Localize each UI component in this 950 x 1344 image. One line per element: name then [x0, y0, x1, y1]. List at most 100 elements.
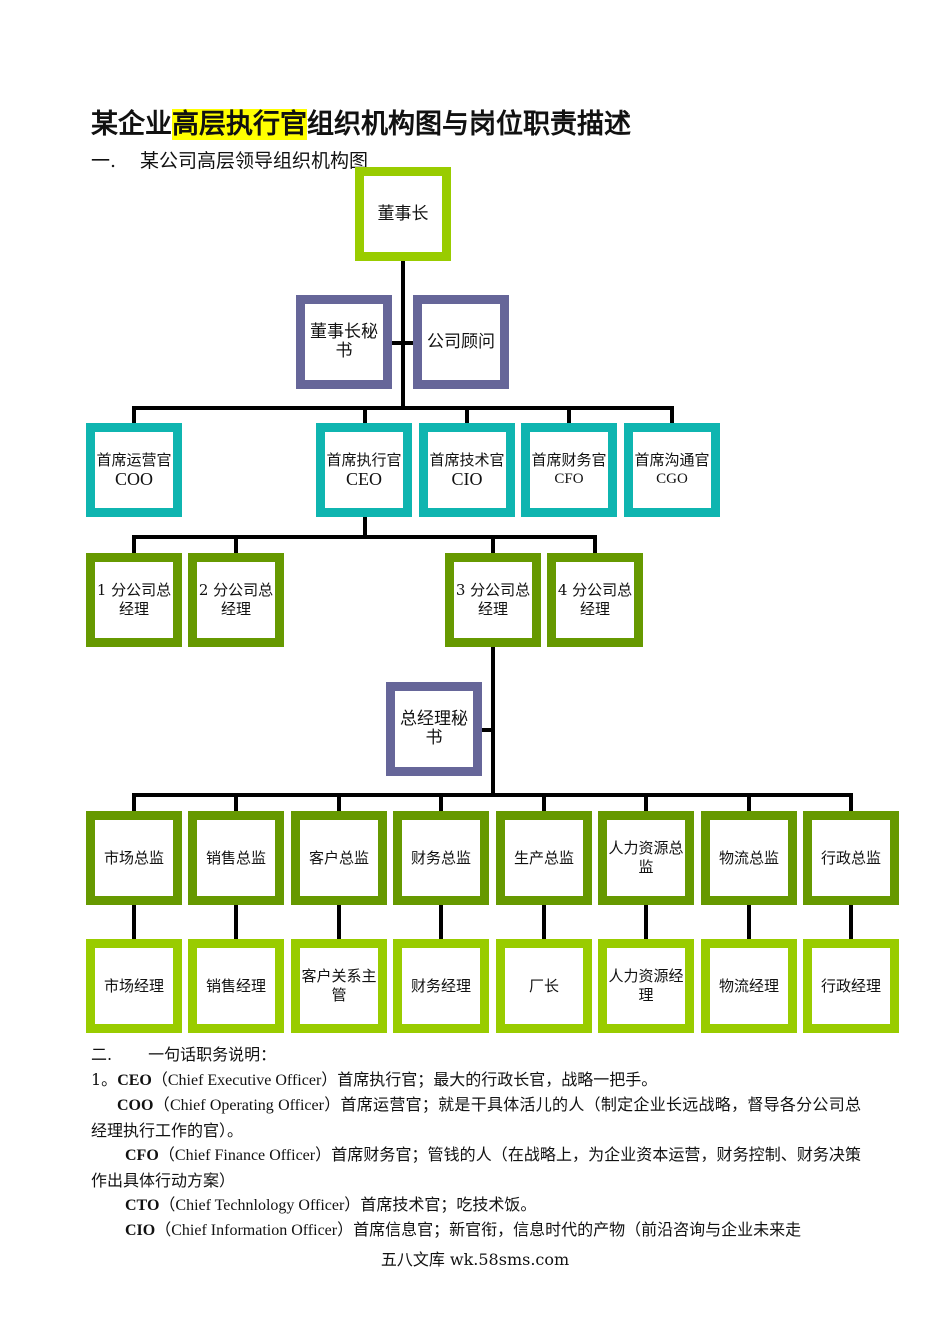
box-label: 首席财务官 — [531, 451, 607, 469]
director-box: 人力资源总监 — [598, 811, 694, 905]
director-box: 市场总监 — [86, 811, 182, 905]
box-label: 客户总监 — [308, 848, 369, 867]
director-box: 生产总监 — [496, 811, 592, 905]
manager-box: 财务经理 — [393, 939, 489, 1033]
box-label: 董事长 — [377, 203, 429, 224]
box-label: 物流经理 — [718, 976, 779, 995]
connector — [234, 903, 238, 941]
connector — [480, 728, 493, 732]
cfo-box: 首席财务官 CFO — [521, 423, 617, 517]
advisor-box: 公司顾问 — [413, 295, 509, 389]
box-label: 1 分公司总经理 — [96, 581, 172, 618]
box-label: 销售总监 — [205, 848, 266, 867]
manager-box: 市场经理 — [86, 939, 182, 1033]
box-label: 首席运营官 — [96, 451, 172, 469]
connector — [465, 406, 469, 425]
section-title: 某公司高层领导组织机构图 — [140, 150, 369, 172]
manager-box: 物流经理 — [701, 939, 797, 1033]
connector — [337, 793, 341, 813]
duty-english: （Chief Information Officer） — [155, 1222, 354, 1239]
duty-english: （Chief Executive Officer） — [151, 1072, 338, 1089]
director-box: 客户总监 — [291, 811, 387, 905]
connector — [234, 535, 238, 555]
connector — [132, 535, 597, 539]
box-code: CFO — [554, 471, 584, 487]
duty-description: 首席技术官；吃技术饭。 — [360, 1195, 537, 1214]
manager-box: 客户关系主管 — [291, 939, 387, 1033]
duty-code: COO — [117, 1097, 154, 1114]
duty-english: （Chief Operating Officer） — [153, 1097, 341, 1114]
connector — [132, 793, 853, 797]
box-label: 首席技术官 — [429, 451, 505, 469]
duty-item: 1。CEO（Chief Executive Officer）首席执行官；最大的行… — [91, 1067, 861, 1093]
section-number: 二. — [91, 1045, 113, 1064]
chairman-secretary-box: 董事长秘书 — [296, 295, 392, 389]
connector — [542, 903, 546, 941]
box-label: 3 分公司总经理 — [455, 581, 531, 618]
connector — [132, 535, 136, 555]
manager-box: 行政经理 — [803, 939, 899, 1033]
section-number: 一. — [91, 150, 117, 172]
duty-item: CFO（Chief Finance Officer）首席财务官；管钱的人（在战略… — [91, 1142, 861, 1193]
duty-description: 首席财务官；管钱的人（在战略上，为企业资本运营，财务控制、财务决策作出具体行动方… — [91, 1145, 861, 1190]
connector — [567, 406, 571, 425]
connector — [401, 258, 405, 410]
box-label: 市场经理 — [103, 976, 164, 995]
box-label: 财务经理 — [410, 976, 471, 995]
connector — [644, 793, 648, 813]
title-highlight: 高层执行官 — [172, 109, 307, 140]
duty-item: COO（Chief Operating Officer）首席运营官；就是干具体活… — [91, 1092, 861, 1143]
box-label: 行政经理 — [820, 976, 881, 995]
connector — [491, 645, 495, 797]
box-label: 行政总监 — [820, 848, 881, 867]
title-prefix: 某企业 — [91, 109, 172, 140]
box-code: CEO — [345, 469, 382, 489]
box-label: 公司顾问 — [427, 331, 495, 352]
box-code: CIO — [451, 469, 483, 489]
box-label: 人力资源总监 — [608, 839, 684, 876]
section-title: 一句话职务说明： — [148, 1045, 277, 1064]
chairman-box: 董事长 — [355, 167, 451, 261]
connector — [132, 406, 674, 410]
box-label: 总经理秘书 — [400, 709, 468, 748]
connector — [593, 535, 597, 555]
manager-box: 销售经理 — [188, 939, 284, 1033]
connector — [234, 793, 238, 813]
connector — [849, 903, 853, 941]
page-title: 某企业高层执行官组织机构图与岗位职责描述 — [91, 102, 631, 141]
box-label: 客户关系主管 — [301, 967, 377, 1004]
box-label: 首席沟通官 — [634, 451, 710, 469]
branch-3-box: 3 分公司总经理 — [445, 553, 541, 647]
duty-code: CIO — [125, 1222, 156, 1239]
box-label: 人力资源经理 — [608, 967, 684, 1004]
director-box: 财务总监 — [393, 811, 489, 905]
duty-description: 首席信息官；新官衔，信息时代的产物（前沿咨询与企业未来走 — [353, 1220, 802, 1239]
manager-box: 厂长 — [496, 939, 592, 1033]
connector — [390, 341, 415, 345]
duty-description: 首席执行官；最大的行政长官，战略一把手。 — [337, 1070, 658, 1089]
duty-item: CIO（Chief Information Officer）首席信息官；新官衔，… — [91, 1217, 861, 1243]
manager-box: 人力资源经理 — [598, 939, 694, 1033]
box-label: 市场总监 — [103, 848, 164, 867]
branch-1-box: 1 分公司总经理 — [86, 553, 182, 647]
footer-watermark: 五八文库 wk.58sms.com — [380, 1250, 570, 1269]
box-label: 厂长 — [528, 976, 559, 995]
director-box: 销售总监 — [188, 811, 284, 905]
duty-description: 首席运营官；就是干具体活儿的人（制定企业长远战略，督导各分公司总经理执行工作的官… — [91, 1095, 861, 1140]
branch-2-box: 2 分公司总经理 — [188, 553, 284, 647]
connector — [747, 903, 751, 941]
director-box: 物流总监 — [701, 811, 797, 905]
connector — [542, 793, 546, 813]
box-label: 生产总监 — [513, 848, 574, 867]
box-label: 销售经理 — [205, 976, 266, 995]
connector — [439, 793, 443, 813]
box-label: 财务总监 — [410, 848, 471, 867]
box-label: 首席执行官 — [326, 451, 402, 469]
connector — [132, 406, 136, 425]
connector — [849, 793, 853, 813]
connector — [747, 793, 751, 813]
duty-item: CTO（Chief Technlology Officer）首席技术官；吃技术饭… — [91, 1192, 861, 1218]
